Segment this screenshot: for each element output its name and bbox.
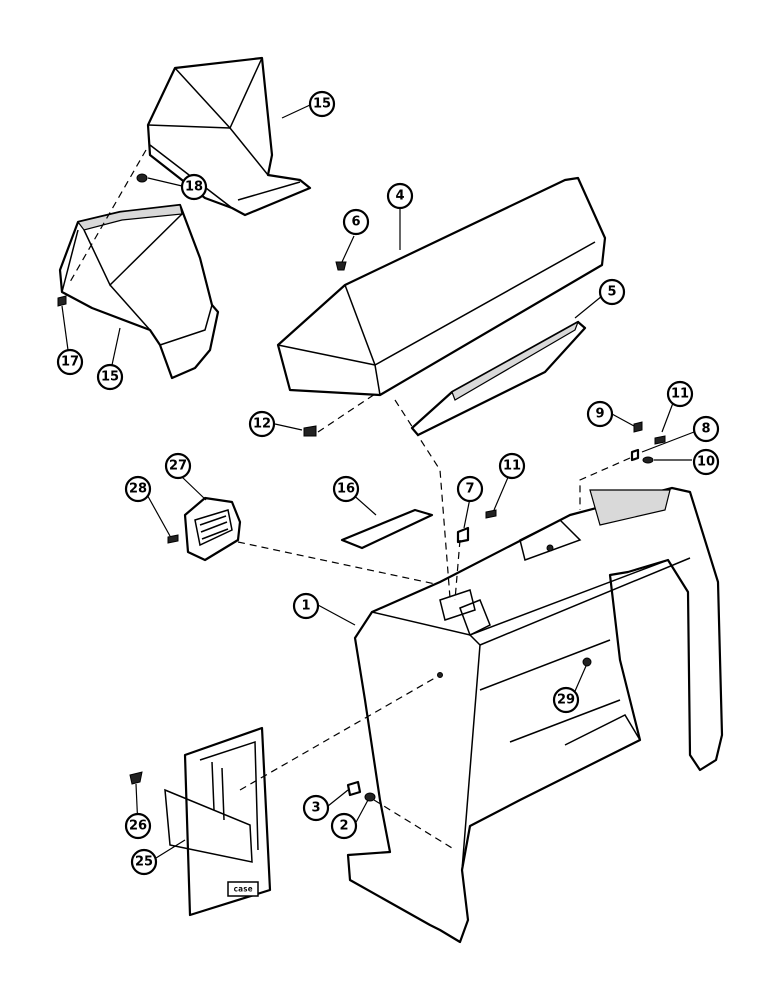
part-1-console-housing xyxy=(346,486,724,944)
part-27-vent xyxy=(183,496,242,562)
leader-3 xyxy=(327,789,349,807)
callout-15-upper: 15 xyxy=(308,90,336,118)
leader-7 xyxy=(463,497,471,529)
leader-cover-console xyxy=(394,399,451,599)
svg-text:12: 12 xyxy=(253,417,271,432)
callout-12: 12 xyxy=(248,410,276,438)
nut-2 xyxy=(364,792,376,802)
callout-11-lower: 11 xyxy=(498,452,526,480)
leader-1 xyxy=(317,604,356,626)
callout-25: 25 xyxy=(130,848,158,876)
svg-text:16: 16 xyxy=(337,482,355,497)
svg-text:15: 15 xyxy=(313,97,331,112)
callout-3: 3 xyxy=(302,794,330,822)
part-25-lower-panel: case xyxy=(164,726,272,917)
svg-text:17: 17 xyxy=(61,355,79,370)
clip-8 xyxy=(630,448,640,462)
screw-18 xyxy=(136,173,148,183)
plug-3 xyxy=(346,780,362,797)
svg-text:11: 11 xyxy=(503,459,521,474)
leader-25 xyxy=(155,839,186,859)
svg-text:8: 8 xyxy=(701,422,710,437)
svg-text:29: 29 xyxy=(557,693,575,708)
callout-5: 5 xyxy=(598,278,626,306)
svg-text:9: 9 xyxy=(595,407,604,422)
callout-18: 18 xyxy=(180,173,208,201)
screw-28 xyxy=(167,534,179,544)
nut-10 xyxy=(642,456,654,464)
screw-17 xyxy=(57,295,67,307)
callout-7: 7 xyxy=(456,475,484,503)
callout-15-lower: 15 xyxy=(96,363,124,391)
screw-9 xyxy=(633,421,643,433)
callout-8: 8 xyxy=(692,415,720,443)
screw-26 xyxy=(129,771,143,785)
svg-text:11: 11 xyxy=(671,387,689,402)
logo-text: case xyxy=(233,885,252,894)
callout-9: 9 xyxy=(586,400,614,428)
callout-28: 28 xyxy=(124,475,152,503)
svg-text:15: 15 xyxy=(101,370,119,385)
part-15-lower-duct xyxy=(58,203,220,380)
svg-text:7: 7 xyxy=(465,482,474,497)
svg-text:26: 26 xyxy=(129,819,147,834)
svg-text:1: 1 xyxy=(301,599,310,614)
svg-text:28: 28 xyxy=(129,482,147,497)
leader-ducts xyxy=(69,149,147,283)
part-4-top-cover xyxy=(276,176,607,397)
callout-29: 29 xyxy=(552,686,580,714)
leader-18 xyxy=(147,177,183,187)
leader-small-parts xyxy=(579,457,631,510)
part-16-panel xyxy=(340,508,434,550)
callout-4: 4 xyxy=(386,182,414,210)
svg-text:2: 2 xyxy=(339,819,348,834)
leader-9 xyxy=(611,413,635,427)
callout-26: 26 xyxy=(124,812,152,840)
svg-text:27: 27 xyxy=(169,459,187,474)
nut-11b xyxy=(654,435,666,445)
leader-15a xyxy=(281,104,311,119)
leader-12 xyxy=(274,423,303,431)
leader-15b xyxy=(111,327,121,366)
svg-text:18: 18 xyxy=(185,180,203,195)
screw-12 xyxy=(303,425,317,437)
leader-17 xyxy=(61,305,69,351)
screw-6 xyxy=(335,261,347,271)
nut-11a xyxy=(485,509,497,519)
svg-text:25: 25 xyxy=(135,855,153,870)
leader-vent-console xyxy=(237,541,441,586)
part-5-trim-strip xyxy=(410,320,587,437)
svg-text:4: 4 xyxy=(395,189,404,204)
callout-2: 2 xyxy=(330,812,358,840)
leader-5 xyxy=(574,295,603,319)
svg-text:6: 6 xyxy=(351,215,360,230)
svg-text:3: 3 xyxy=(311,801,320,816)
leader-2-console xyxy=(373,799,453,849)
mount-hole xyxy=(437,672,443,678)
callout-6: 6 xyxy=(342,208,370,236)
part-15-upper-duct xyxy=(146,56,312,217)
callout-17: 17 xyxy=(56,348,84,376)
leader-8 xyxy=(641,431,695,453)
logo-plate xyxy=(227,881,259,897)
callout-10: 10 xyxy=(692,448,720,476)
callout-16: 16 xyxy=(332,475,360,503)
callout-1: 1 xyxy=(292,592,320,620)
callout-27: 27 xyxy=(164,452,192,480)
leader-27 xyxy=(181,476,207,501)
leader-clip-console xyxy=(454,539,461,601)
clip-7 xyxy=(456,526,470,544)
svg-text:5: 5 xyxy=(607,285,616,300)
leader-28 xyxy=(144,490,171,537)
leader-panel-console xyxy=(239,674,441,791)
leader-12-cover xyxy=(317,391,379,433)
leader-6 xyxy=(341,235,355,263)
svg-text:10: 10 xyxy=(697,455,715,470)
callout-11-upper: 11 xyxy=(666,380,694,408)
